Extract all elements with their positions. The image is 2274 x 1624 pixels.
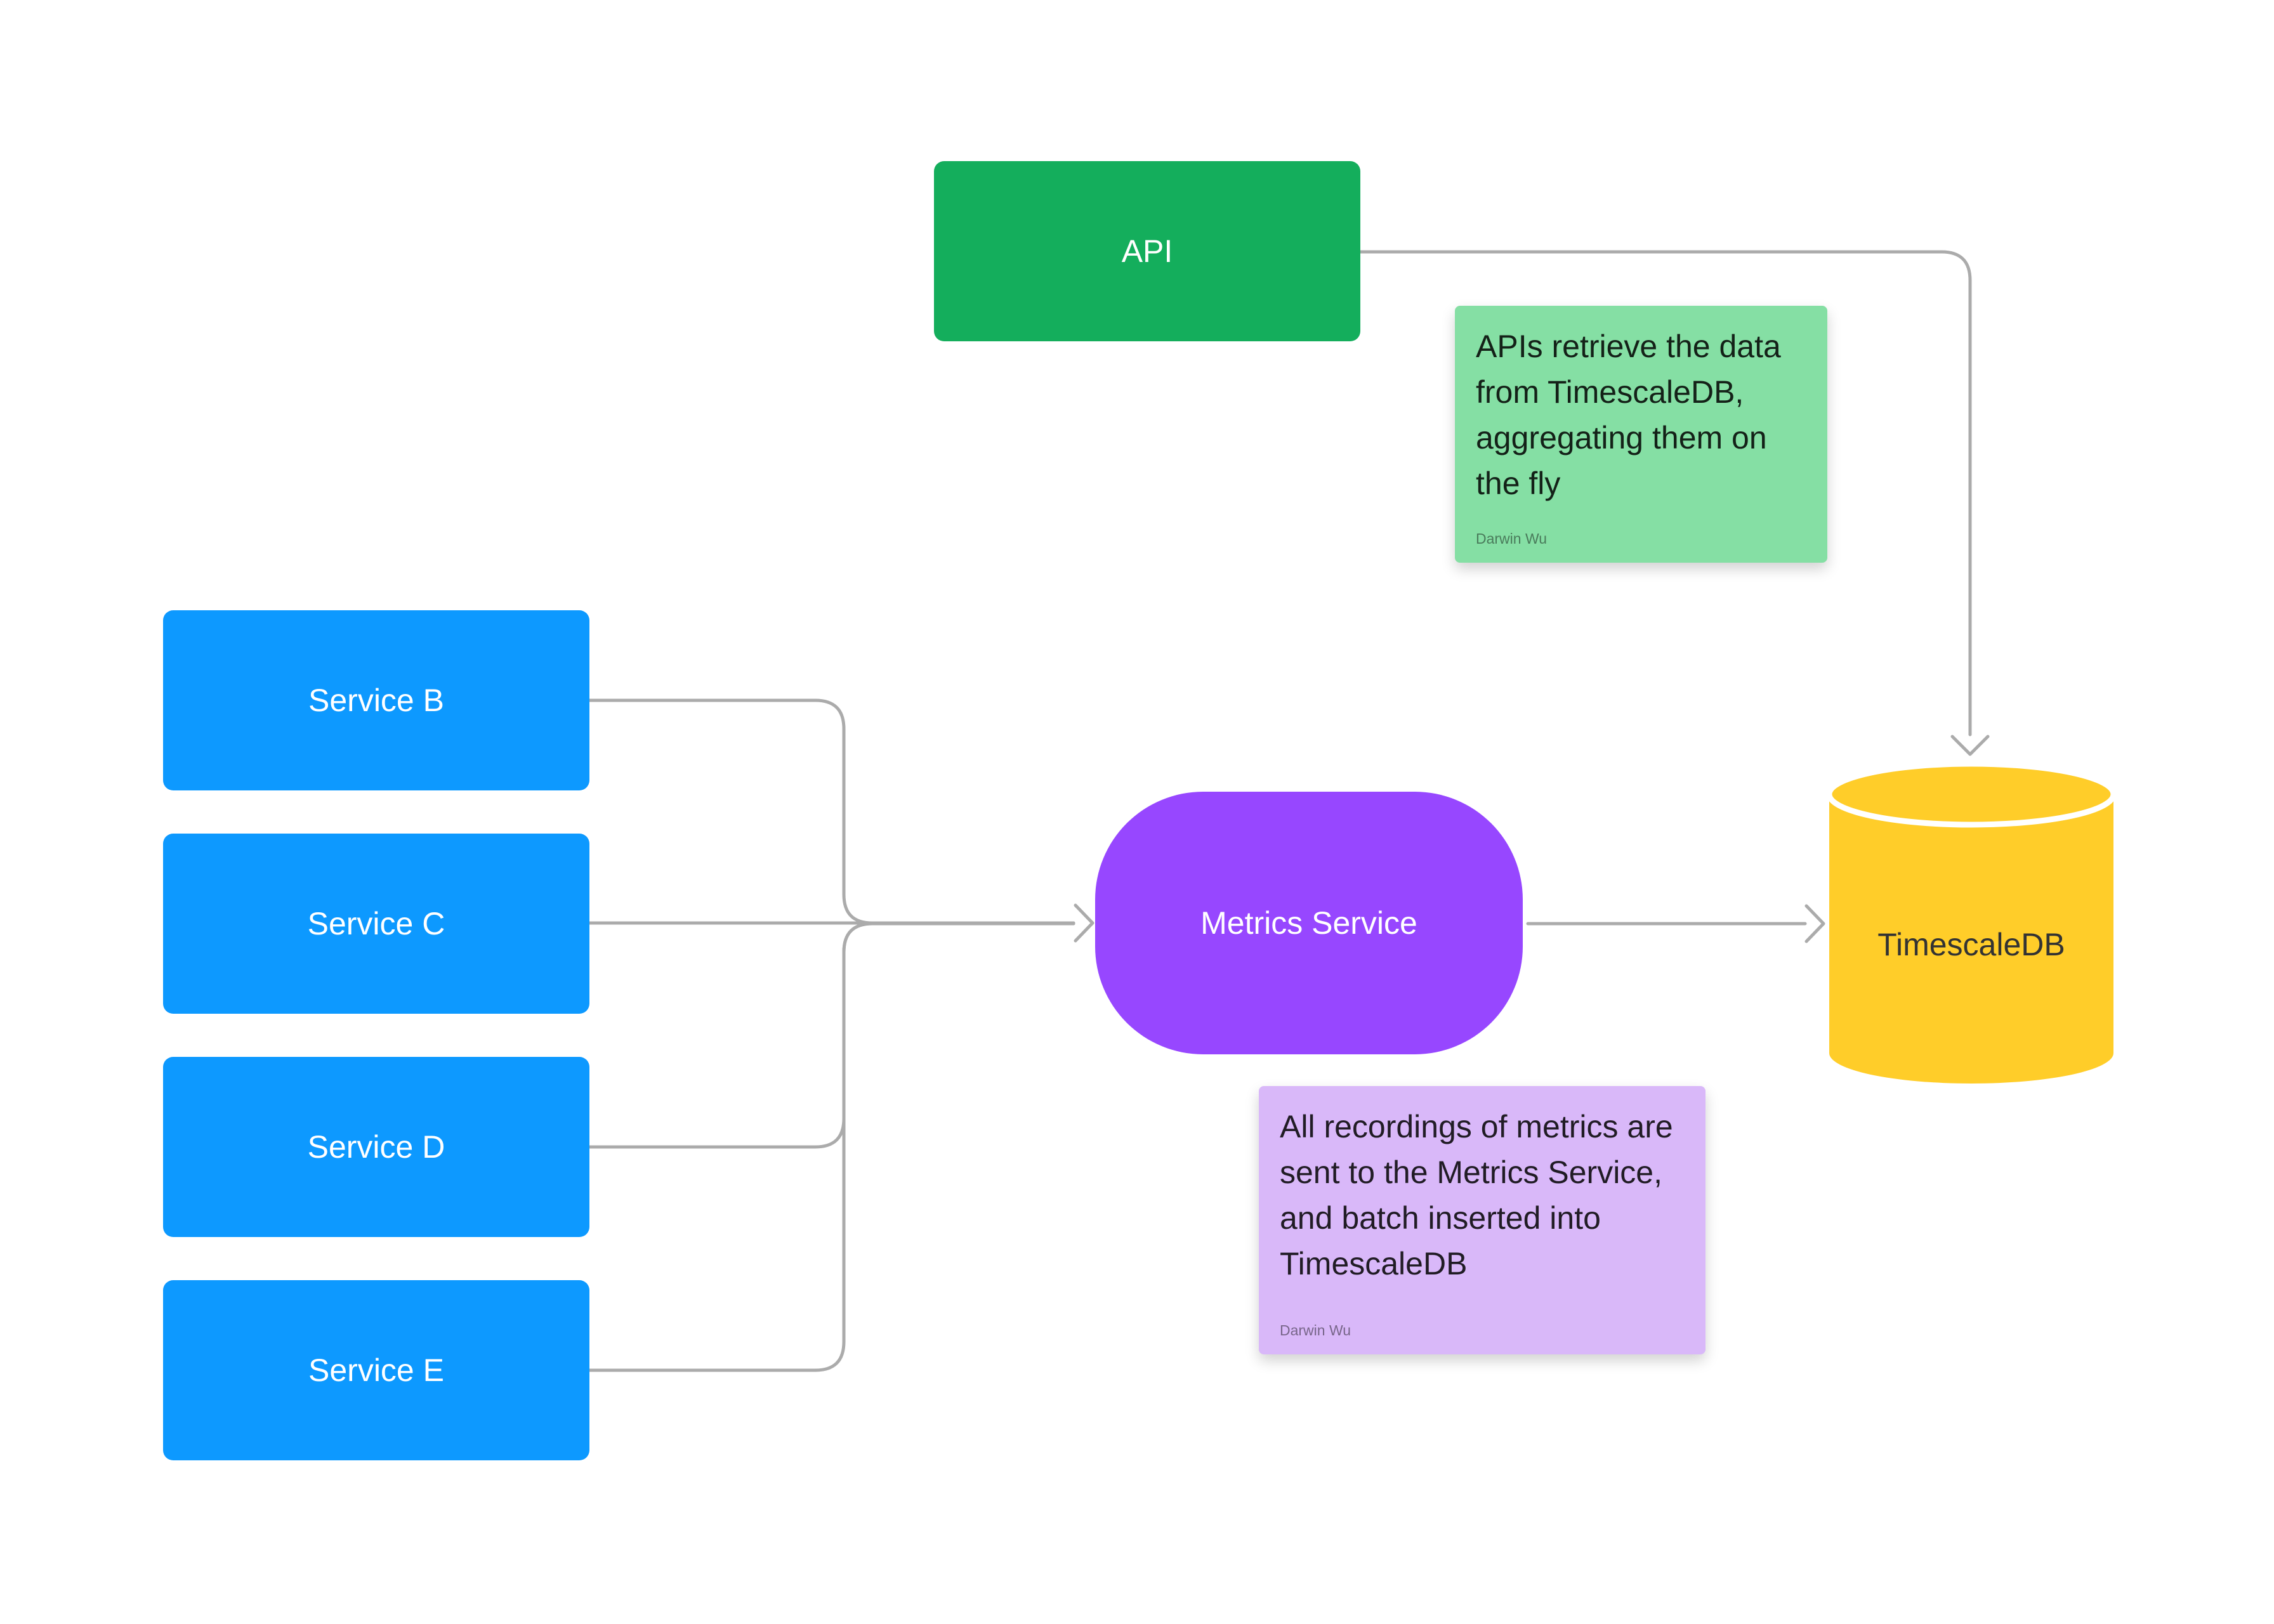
cylinder-top	[1826, 761, 2117, 828]
service-node-c[interactable]: Service C	[163, 834, 589, 1014]
metrics-service-label: Metrics Service	[1200, 905, 1417, 941]
arrowhead-into-db-left	[1804, 904, 1825, 943]
cylinder-body	[1829, 794, 2113, 1084]
connector-api-to-db[interactable]	[1358, 250, 1972, 737]
timescaledb-cylinder[interactable]	[1826, 761, 2117, 1084]
sticky-note-metrics[interactable]: All recordings of metrics are sent to th…	[1259, 1086, 1705, 1354]
connector-service-d[interactable]	[588, 922, 1075, 1149]
sticky-note-api[interactable]: APIs retrieve the data from TimescaleDB,…	[1455, 306, 1827, 563]
service-node-label: Service B	[308, 683, 444, 718]
timescaledb-label: TimescaleDB	[1877, 927, 2065, 962]
sticky-note-metrics-author: Darwin Wu	[1280, 1322, 1351, 1339]
sticky-note-metrics-text: All recordings of metrics are sent to th…	[1280, 1109, 1673, 1281]
metrics-service-node[interactable]: Metrics Service	[1095, 792, 1523, 1054]
connector-service-b[interactable]	[588, 698, 1075, 925]
service-node-label: Service C	[307, 906, 445, 941]
api-node-label: API	[1121, 233, 1173, 269]
service-node-label: Service E	[308, 1352, 444, 1388]
service-node-d[interactable]: Service D	[163, 1057, 589, 1237]
arrowhead-into-db-top	[1950, 735, 1990, 756]
service-node-e[interactable]: Service E	[163, 1280, 589, 1460]
sticky-note-api-text: APIs retrieve the data from TimescaleDB,…	[1476, 329, 1781, 501]
api-node[interactable]: API	[934, 161, 1360, 341]
service-node-label: Service D	[307, 1129, 445, 1165]
connector-service-e[interactable]	[588, 922, 1075, 1372]
arrowhead-into-metrics	[1074, 903, 1094, 943]
service-node-b[interactable]: Service B	[163, 610, 589, 790]
sticky-note-api-author: Darwin Wu	[1476, 530, 1548, 547]
